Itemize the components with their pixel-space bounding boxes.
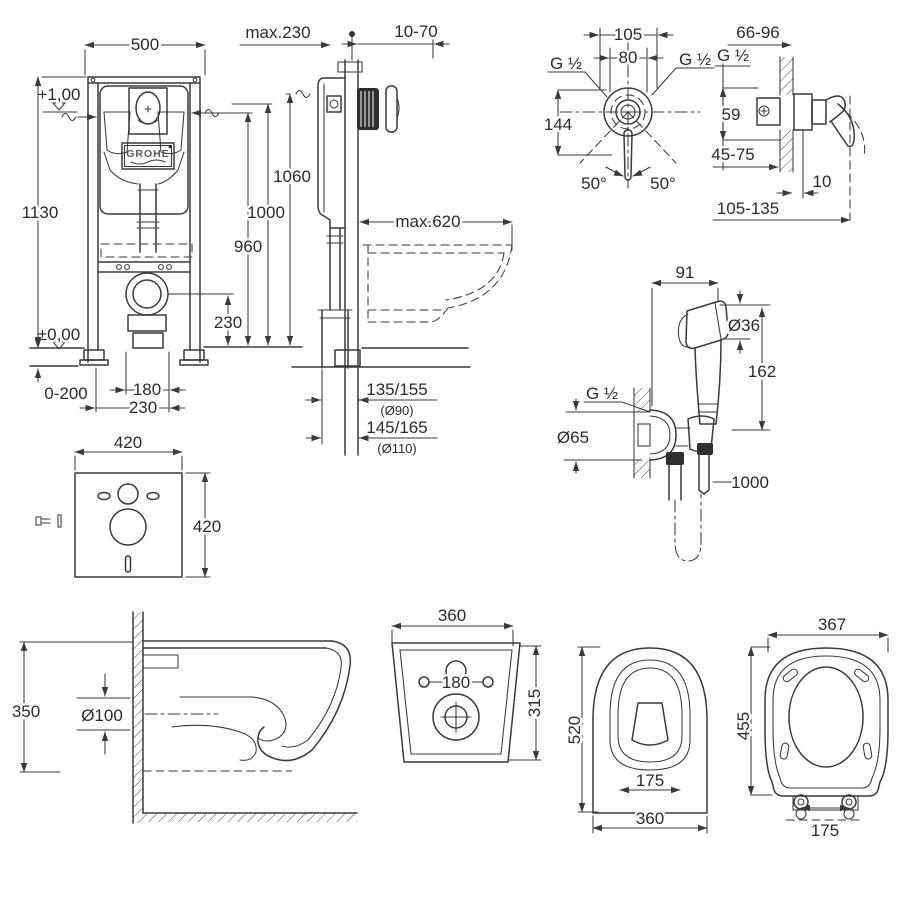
dim-seat-length: 455 [734, 712, 753, 740]
dim-dia100: Ø100 [81, 706, 123, 725]
dim-level-zero: ±0,00 [38, 325, 80, 344]
dim-144: 144 [544, 115, 572, 134]
dim-angle-left: 50° [581, 174, 607, 193]
dim-105: 105 [614, 25, 642, 44]
dim-frame-width: 500 [131, 35, 159, 54]
dim-thread-spray: G ½ [586, 384, 618, 403]
wc-bowl-top-view: 520 175 360 [563, 646, 708, 834]
wc-bowl-dashed-outline [362, 244, 513, 323]
dim-feet-range: 0-200 [44, 384, 87, 403]
dim-dia65: Ø65 [557, 428, 589, 447]
dim-thread-right: G ½ [679, 50, 711, 69]
dim-dia36: Ø36 [728, 316, 760, 335]
dim-bolt-spacing: 180 [133, 380, 161, 399]
dim-outlet-90: 135/155 [366, 380, 427, 399]
mixer-lever-front [623, 129, 633, 181]
mixer-escutcheon [793, 93, 813, 131]
seat-lid-top-view: 367 455 175 [732, 613, 889, 843]
dim-outlet-110-dia: (Ø110) [377, 441, 417, 456]
dim-plate-height: 420 [193, 517, 221, 536]
dim-back-width: 360 [438, 606, 466, 625]
dim-plate-width: 420 [114, 433, 142, 452]
dim-960: 960 [234, 237, 262, 256]
flush-actuator [357, 88, 379, 130]
cistern-frame-side-view: max.230 10-70 max.620 [239, 20, 513, 459]
dim-depth-range: 66-96 [736, 23, 779, 42]
flush-opening [631, 702, 669, 746]
grohe-logo: GROHE [121, 142, 175, 170]
dim-162: 162 [748, 362, 776, 381]
dim-seat-width: 367 [818, 615, 846, 634]
wc-bowl-side-section: 350 Ø100 [9, 611, 358, 824]
dim-outlet-110: 145/165 [366, 418, 427, 437]
dim-drain-height: 230 [214, 313, 242, 332]
seat-bumpers [779, 668, 873, 760]
dim-80: 80 [619, 48, 638, 67]
water-inlet-symbol-left [61, 112, 97, 122]
frame-feet [79, 349, 209, 366]
dim-91: 91 [676, 263, 695, 282]
dim-angle-right: 50° [650, 174, 676, 193]
dim-1060: 1060 [273, 167, 311, 186]
dim-thread-left: G ½ [550, 54, 582, 73]
dim-hinge-spacing: 175 [811, 821, 839, 840]
dim-bowl-length: 520 [565, 716, 584, 744]
dim-back-height: 315 [525, 689, 544, 717]
dim-105-135: 105-135 [717, 199, 779, 218]
dim-frame-height: 1130 [22, 203, 59, 222]
dim-drain-offset: 230 [129, 398, 157, 417]
dim-45-75: 45-75 [711, 145, 754, 164]
flush-plate [385, 85, 398, 133]
shower-mixer-side-view: 66-96 G ½ 59 45-75 10 105-135 [709, 21, 866, 224]
dim-outlet-90-dia: (Ø90) [380, 403, 413, 418]
hose-connectors [666, 443, 713, 562]
dim-10: 10 [813, 172, 832, 191]
dim-59: 59 [722, 105, 741, 124]
sound-insulation-plate: 420 420 [35, 431, 224, 578]
dim-finish-range: 10-70 [394, 22, 437, 41]
dim-hose-length: 1000 [731, 473, 769, 492]
dim-wall-depth: max.230 [245, 23, 310, 42]
dim-thread-side: G ½ [717, 46, 749, 65]
dim-1000: 1000 [247, 203, 285, 222]
mixer-lever-side [825, 95, 847, 123]
fastener-icon [35, 514, 62, 528]
brand-label: GROHE [126, 148, 170, 160]
dim-hole-spacing: 180 [442, 673, 470, 692]
hygienic-spray-set: 91 Ø36 162 G ½ [554, 261, 779, 562]
shower-mixer-front-view: 50° 50° 144 105 80 G ½ G ½ [541, 23, 715, 196]
dim-350: 350 [12, 702, 40, 721]
cistern-frame-front-view: 500 GROHE [19, 33, 313, 420]
dim-level-plus: +1,00 [37, 85, 80, 104]
dim-bowl-width: 360 [636, 809, 664, 828]
bowl-profile [142, 640, 352, 772]
water-inlet-symbol-right [191, 108, 253, 118]
spray-handle [677, 300, 729, 425]
wc-bowl-back-view: 360 180 315 [391, 604, 547, 763]
dim-seat-hole-spacing: 175 [636, 771, 664, 790]
dim-depth-max: max.620 [395, 212, 460, 231]
